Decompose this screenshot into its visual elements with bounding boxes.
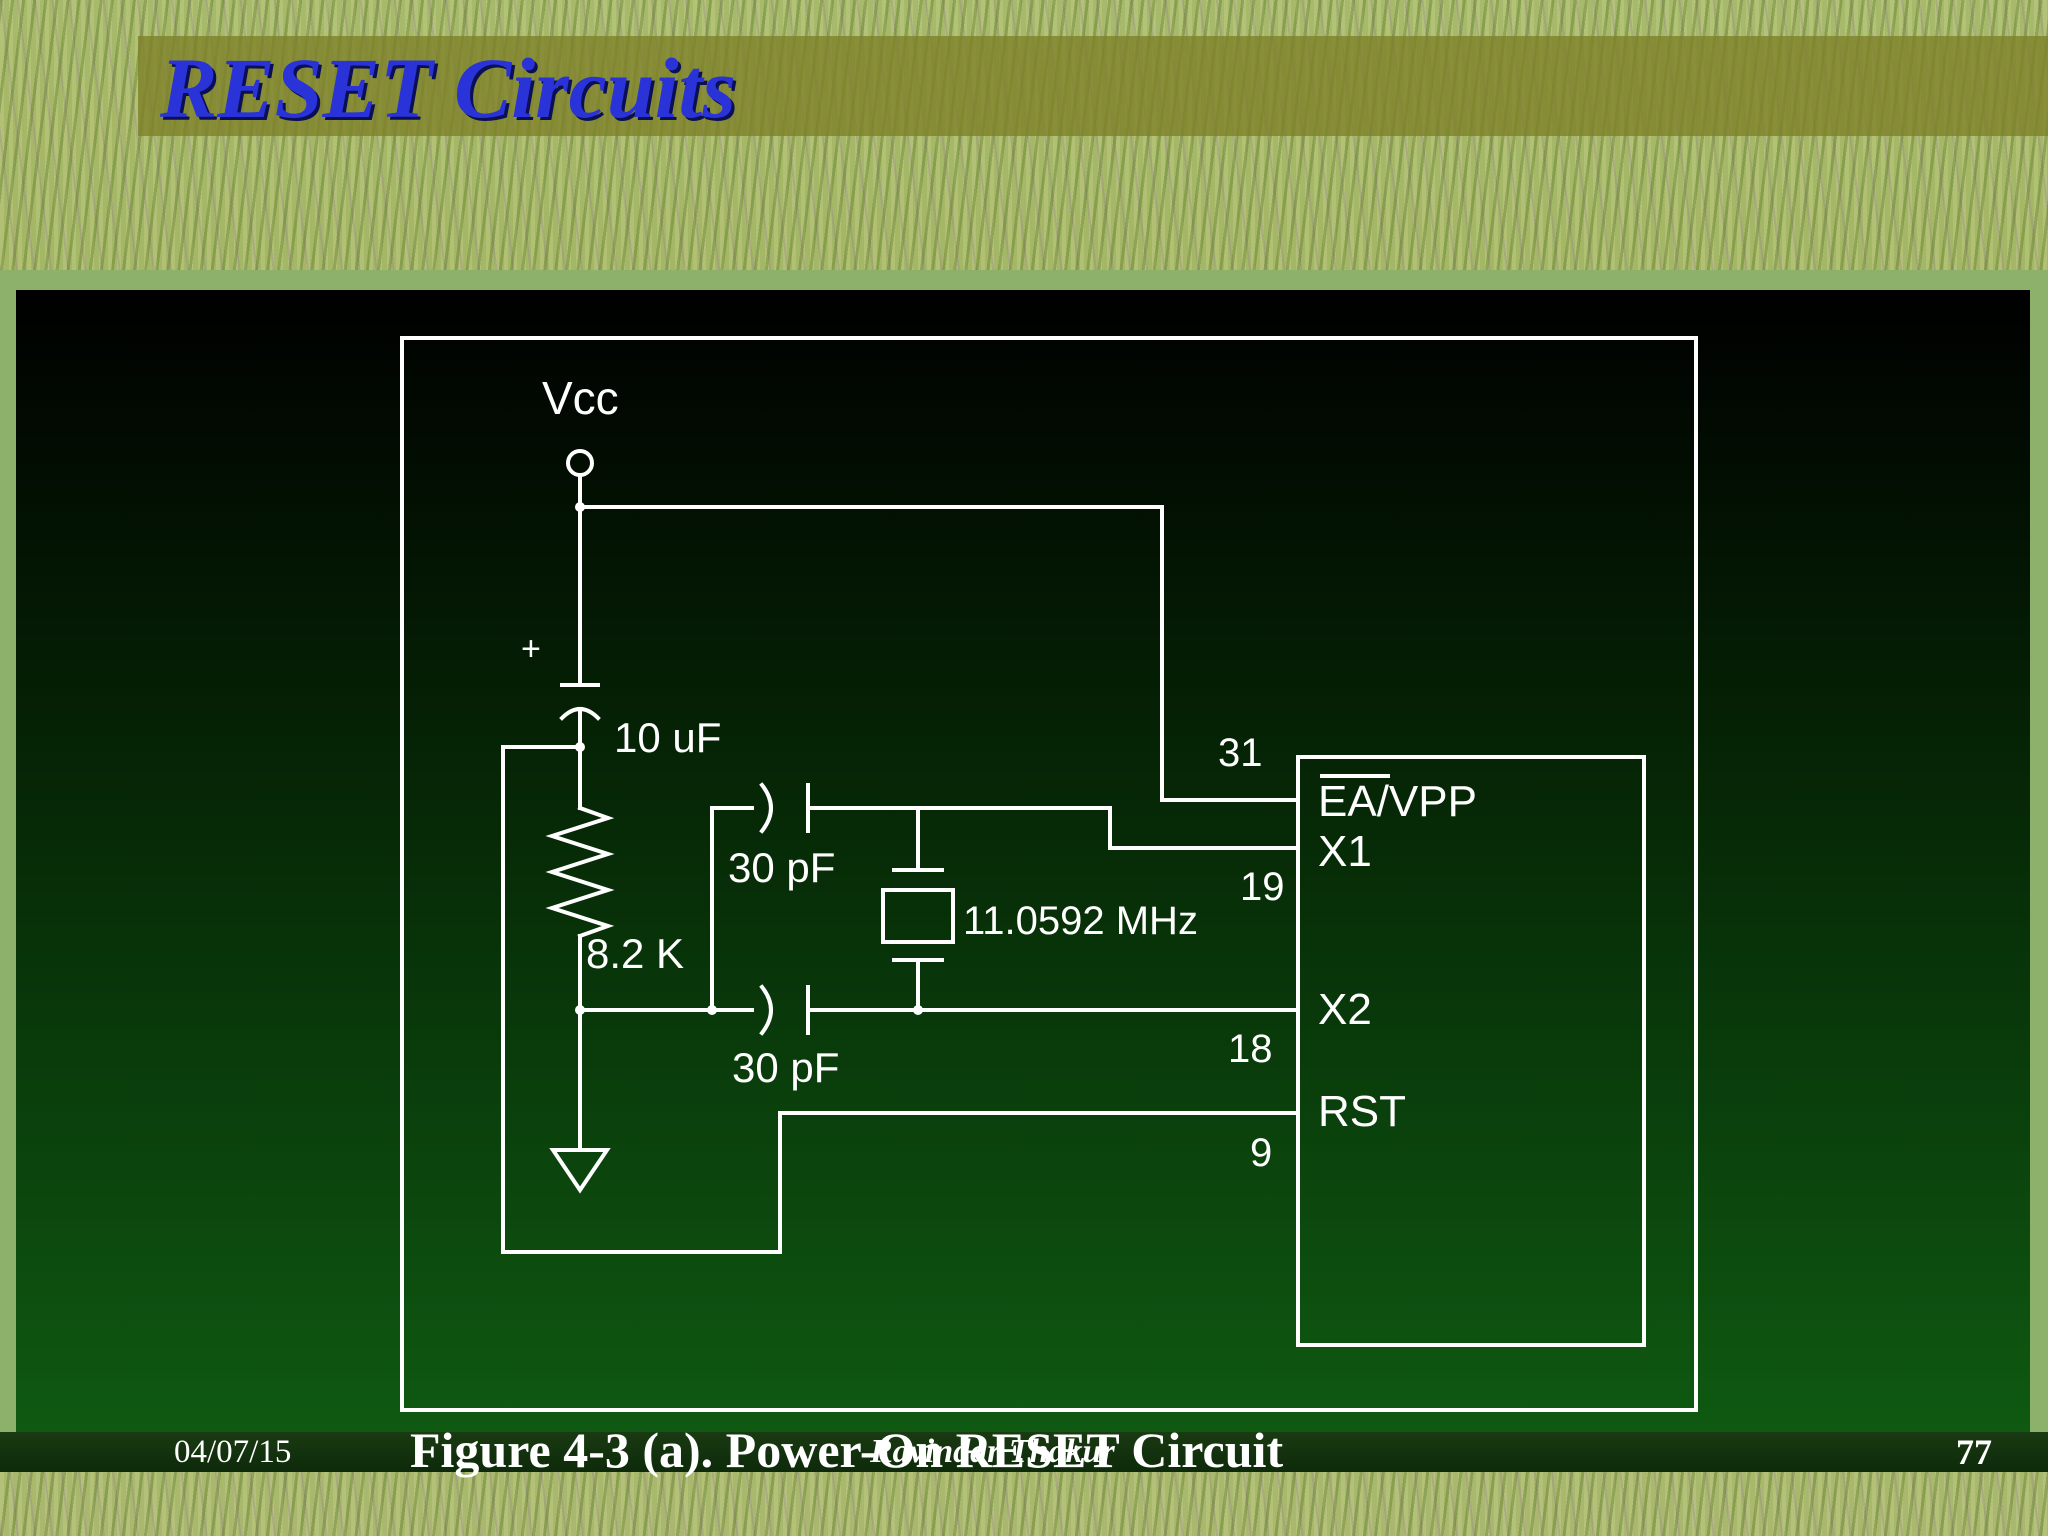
cap-top-label: 30 pF [728,844,835,891]
resistor-label: 8.2 K [586,930,684,977]
vcc-terminal [566,449,594,477]
cap-bottom-label: 30 pF [732,1044,839,1091]
junction-bottom-left [575,1005,585,1015]
pin-9-number: 9 [1250,1131,1272,1175]
footer-author: Ravindar Thakur [870,1433,1115,1470]
crystal-label: 11.0592 MHz [963,899,1198,943]
pin-x1-name: X1 [1318,827,1372,876]
footer-date: 04/07/15 [174,1434,292,1470]
cap-bottom-curved-plate [759,984,773,1036]
slide-title: RESET Circuits [160,40,736,136]
pin-ea-name: EA/VPP [1318,777,1477,826]
title-band [138,36,2048,136]
plus-label: + [521,630,541,668]
pin-x2-name: X2 [1318,985,1372,1034]
junction-bottom-mid [707,1005,717,1015]
figure-caption: Figure 4-3 (a). Power-On RESET Circuit [410,1422,1284,1478]
figure-border [400,336,1698,1412]
resistor-8k2 [545,805,615,939]
pin-19-number: 19 [1240,865,1285,909]
crystal-body [881,888,955,944]
x1-wire [806,806,1300,850]
vcc-label: Vcc [542,372,619,424]
left-cap-bus [710,806,754,1012]
cap-top-curved-plate [759,782,773,834]
ground-symbol [549,1148,611,1194]
capacitor-label: 10 uF [614,714,721,761]
footer-page-number: 77 [1956,1432,1992,1472]
pin-18-number: 18 [1228,1027,1273,1071]
pin-31-number: 31 [1218,731,1263,775]
rst-wire [501,745,1300,1254]
junction-crystal [913,1005,923,1015]
pin-rst-name: RST [1318,1087,1406,1136]
junction-cap [575,742,585,752]
ea-wire [1160,505,1300,802]
junction-vcc [575,502,585,512]
microcontroller-box [1296,755,1646,1347]
footer-bar [0,1432,2048,1472]
